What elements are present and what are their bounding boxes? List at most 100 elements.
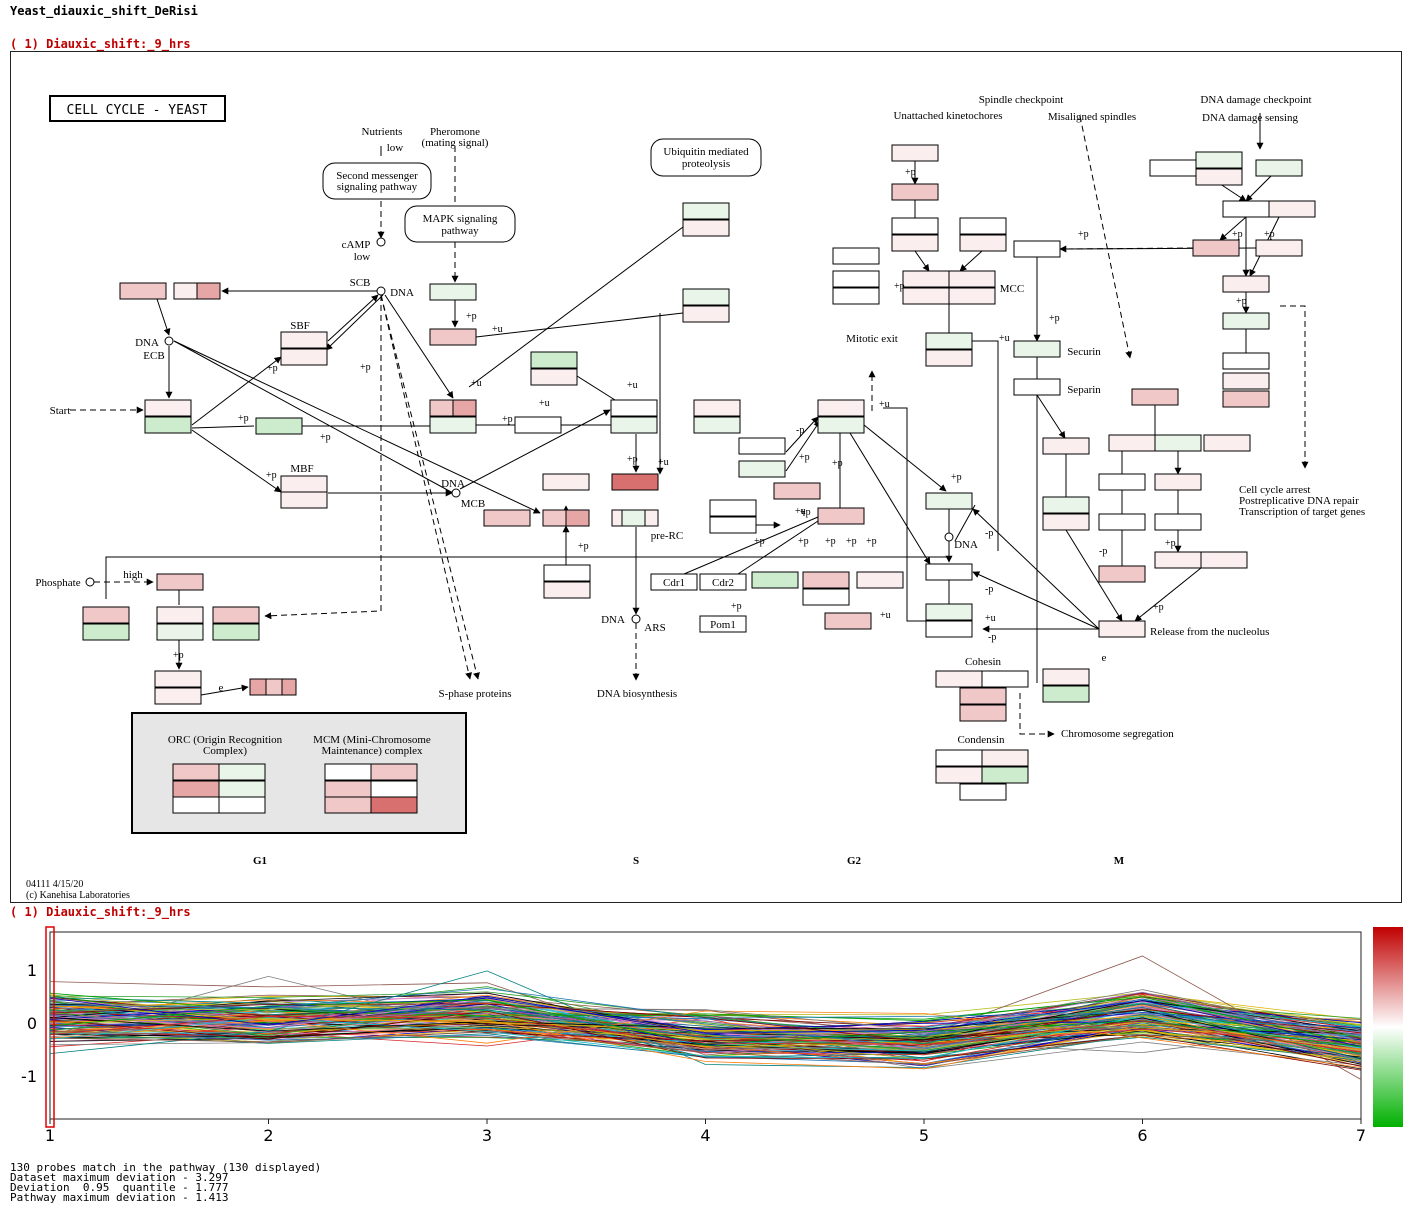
gene-box-123[interactable] [1042,685,1090,703]
gene-box-90[interactable] [925,620,973,638]
gene-box-20[interactable] [255,417,303,435]
gene-box-99[interactable] [1195,168,1243,186]
gene-box-36[interactable] [682,305,730,323]
gene-box-56[interactable] [265,678,283,696]
gene-box-118[interactable] [1154,551,1202,569]
gene-box-46[interactable] [156,573,204,591]
gene-box-52[interactable] [212,623,260,641]
gene-box-106[interactable] [1222,312,1270,330]
orc-gene-0b[interactable] [218,763,266,781]
mcm-gene-0b[interactable] [370,763,418,781]
gene-box-111[interactable] [1108,434,1156,452]
gene-box-84[interactable] [948,287,996,305]
gene-box-109[interactable] [1222,390,1270,408]
mcm-gene-1a[interactable] [324,780,372,798]
gene-box-18[interactable] [280,331,328,349]
gene-box-59[interactable] [738,437,786,455]
orc-gene-2b[interactable] [218,796,266,814]
gene-box-29[interactable] [530,351,578,369]
gene-box-51[interactable] [212,606,260,624]
gene-box-92[interactable] [1013,340,1061,358]
gene-box-85[interactable] [925,332,973,350]
phosphate-node[interactable] [85,577,95,587]
gene-box-73[interactable] [891,183,939,201]
gene-box-47[interactable] [82,606,130,624]
gene-box-124[interactable] [935,670,983,688]
gene-box-57[interactable] [693,399,741,417]
gene-box-117[interactable] [1154,513,1202,531]
gene-box-128[interactable] [935,749,983,767]
gene-box-127[interactable] [959,704,1007,722]
gene-box-24[interactable] [429,328,477,346]
gene-box-26[interactable] [452,399,477,417]
gene-box-113[interactable] [1203,434,1251,452]
gene-box-70[interactable] [856,571,904,589]
gene-box-75[interactable] [891,234,939,252]
gene-box-121[interactable] [1098,620,1146,638]
gene-box-19[interactable] [280,348,328,366]
cdr2-gene-box[interactable] [699,573,747,591]
gene-box-95[interactable] [1042,496,1090,514]
ars-dna-node[interactable] [631,614,641,624]
selected-sample-marker[interactable] [45,926,55,1128]
gene-box-116[interactable] [1154,473,1202,491]
gene-box-15[interactable] [196,282,221,300]
gene-box-64[interactable] [817,399,865,417]
gene-box-98[interactable] [1195,151,1243,169]
gene-box-37[interactable] [542,473,590,491]
gene-box-71[interactable] [824,612,872,630]
gene-box-65[interactable] [817,416,865,434]
gene-box-76[interactable] [959,217,1007,235]
gene-box-53[interactable] [154,670,202,688]
gene-box-112[interactable] [1154,434,1202,452]
cdr1-gene-box[interactable] [650,573,698,591]
gene-box-31[interactable] [610,399,658,417]
gene-box-89[interactable] [925,603,973,621]
gene-box-35[interactable] [682,288,730,306]
gene-box-34[interactable] [682,219,730,237]
orc-gene-2a[interactable] [172,796,220,814]
gene-box-61[interactable] [773,482,821,500]
mcm-gene-0a[interactable] [324,763,372,781]
gene-box-22[interactable] [280,491,328,509]
gene-box-130[interactable] [935,766,983,784]
ubiquitin-pathway-link[interactable] [650,138,762,177]
gene-box-54[interactable] [154,687,202,705]
orc-gene-0a[interactable] [172,763,220,781]
gene-box-105[interactable] [1222,275,1270,293]
gene-box-87[interactable] [925,492,973,510]
gene-box-97[interactable] [1149,159,1197,177]
gene-box-96[interactable] [1042,513,1090,531]
gene-box-93[interactable] [1013,378,1061,396]
camp-node[interactable] [376,237,386,247]
gene-box-48[interactable] [82,623,130,641]
gene-box-62[interactable] [709,499,757,517]
gene-box-120[interactable] [1098,565,1146,583]
gene-box-74[interactable] [891,217,939,235]
gene-box-91[interactable] [1013,240,1061,258]
gene-box-107[interactable] [1222,352,1270,370]
gene-box-132[interactable] [959,783,1007,801]
gene-box-43[interactable] [621,509,646,527]
gene-box-23[interactable] [429,283,477,301]
gene-box-100[interactable] [1255,159,1303,177]
gene-box-83[interactable] [948,270,996,288]
gene-box-27[interactable] [429,416,477,434]
gene-box-30[interactable] [530,368,578,386]
scb-dna-node[interactable] [376,286,386,296]
gene-box-44[interactable] [543,564,591,582]
gene-box-32[interactable] [610,416,658,434]
gene-box-58[interactable] [693,416,741,434]
gene-box-108[interactable] [1222,372,1270,390]
gene-box-94[interactable] [1042,437,1090,455]
gene-box-68[interactable] [802,571,850,589]
gene-box-88[interactable] [925,563,973,581]
gene-box-103[interactable] [1192,239,1240,257]
gene-box-69[interactable] [802,588,850,606]
gene-box-78[interactable] [832,247,880,265]
gene-box-13[interactable] [119,282,167,300]
gene-box-39[interactable] [483,509,531,527]
gene-box-126[interactable] [959,687,1007,705]
mapk-pathway-link[interactable] [404,205,516,243]
